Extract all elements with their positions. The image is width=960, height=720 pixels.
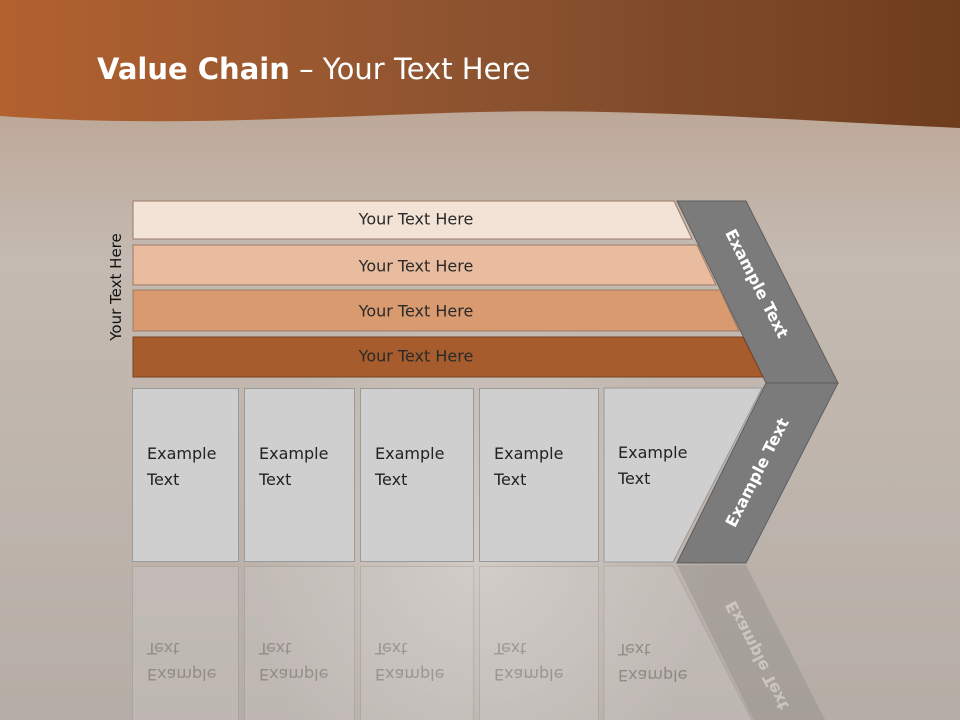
reflection-arrow: Example Text [603, 565, 838, 720]
header-band [0, 0, 960, 128]
support-bar-1-label: Your Text Here [358, 210, 474, 229]
title-bold: Value Chain [97, 52, 290, 86]
primary-activity-label: Example Text [618, 443, 688, 488]
chevron-arrow-bottom [676, 382, 839, 564]
primary-activity-box-2: Example Text [244, 388, 355, 562]
primary-activity-label: Example Text [259, 444, 329, 489]
reflection-box-5-text: Example Text [604, 566, 704, 720]
title-rest: – Your Text Here [289, 52, 531, 86]
support-bar-4 [132, 336, 764, 378]
support-bar-2 [132, 244, 717, 286]
primary-activity-box-1: Example Text [132, 388, 239, 562]
primary-activity-box-5-text: Example Text [604, 388, 704, 562]
slide-title: Value Chain – Your Text Here [97, 52, 531, 86]
support-bar-1 [132, 200, 693, 240]
reflection-label: Example Text [618, 640, 688, 685]
support-bar-4-label: Your Text Here [358, 347, 474, 366]
primary-activity-label: Example Text [375, 444, 445, 489]
reflection-content: Example Text Example Text Example Text E… [0, 564, 960, 720]
primary-activity-label: Example Text [147, 444, 217, 489]
primary-activity-box-3: Example Text [360, 388, 474, 562]
diagram-reflection: Example Text Example Text Example Text E… [0, 564, 960, 720]
primary-activity-box-4: Example Text [479, 388, 599, 562]
support-bar-2-label: Your Text Here [358, 257, 474, 276]
primary-activity-label: Example Text [494, 444, 564, 489]
primary-activity-box-5 [603, 387, 763, 563]
support-bar-3-label: Your Text Here [358, 302, 474, 321]
support-bar-3 [132, 289, 740, 332]
